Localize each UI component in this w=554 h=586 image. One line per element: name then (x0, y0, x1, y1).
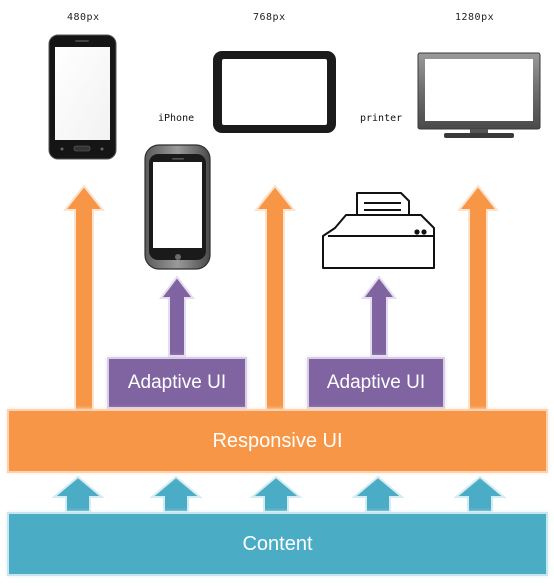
arrow-up-768 (253, 184, 297, 411)
content-arrows (51, 475, 507, 513)
adaptive-ui-band-right: Adaptive UI (309, 359, 443, 407)
label-480px: 480px (67, 12, 100, 23)
adaptive-arrows (158, 275, 398, 357)
arrow-up-480 (62, 184, 106, 411)
iphone-icon (144, 144, 211, 270)
arrow-up-content-3 (249, 475, 303, 513)
smartphone-icon (48, 34, 117, 160)
tablet-icon (213, 51, 336, 133)
label-1280px: 1280px (455, 12, 495, 23)
arrow-up-iphone (158, 275, 196, 357)
adaptive-ui-band-left: Adaptive UI (109, 359, 245, 407)
label-printer: printer (360, 113, 403, 124)
arrow-up-printer (360, 275, 398, 357)
arrow-up-content-1 (51, 475, 105, 513)
printer-icon (322, 192, 435, 269)
monitor-icon (417, 52, 541, 138)
arrow-up-1280 (456, 184, 500, 411)
arrow-up-content-4 (351, 475, 405, 513)
content-band: Content (9, 514, 546, 574)
arrow-up-content-2 (149, 475, 203, 513)
label-iphone: iPhone (158, 113, 195, 124)
responsive-arrows (62, 184, 500, 411)
responsive-ui-band: Responsive UI (9, 411, 546, 471)
label-768px: 768px (253, 12, 286, 23)
arrow-up-content-5 (453, 475, 507, 513)
